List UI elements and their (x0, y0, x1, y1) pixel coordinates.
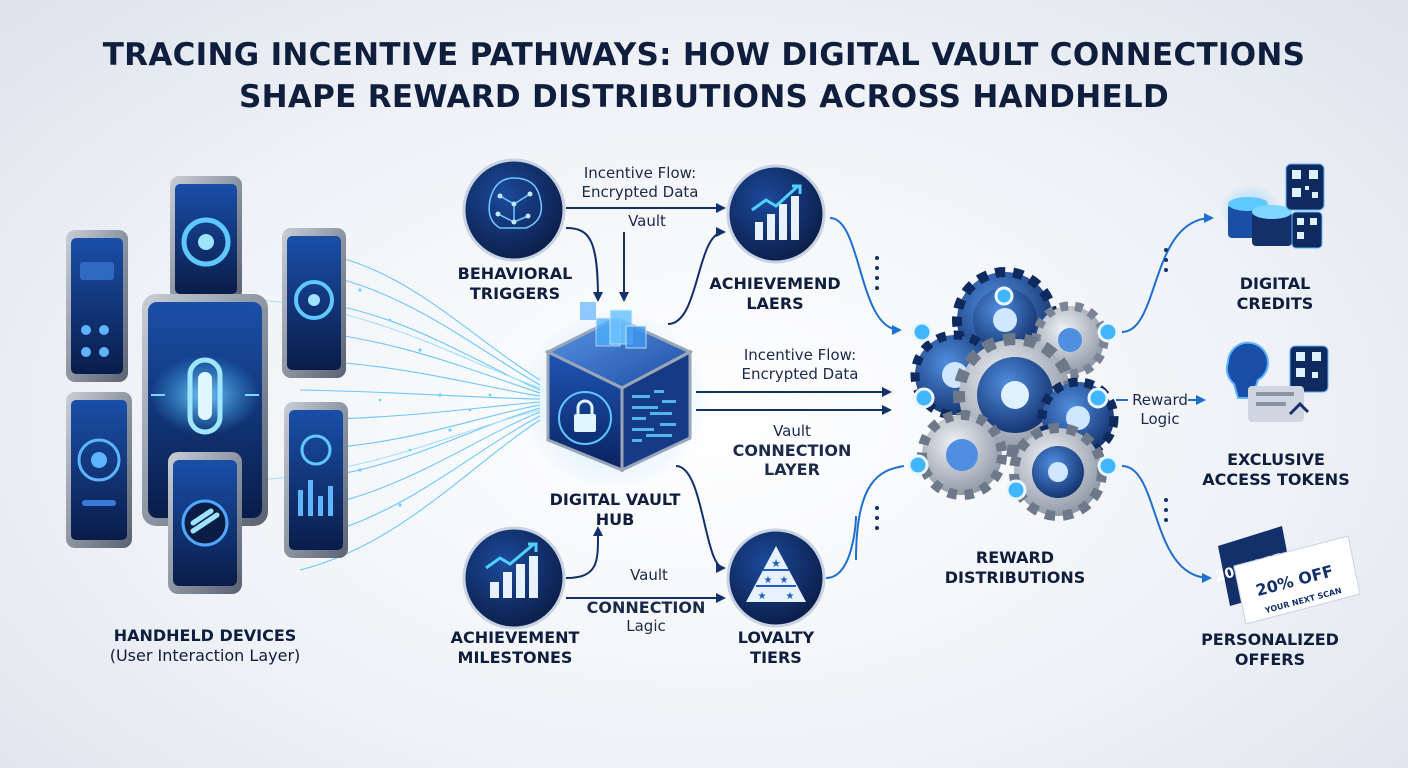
milestones-line-1: ACHIEVEMENT (450, 628, 580, 647)
connection-layer-line-2: CONNECTION (732, 441, 852, 460)
phone-top-center (170, 176, 242, 300)
achievemend-line-1: ACHIEVEMEND (709, 274, 841, 293)
phone-bottom-center (168, 452, 242, 594)
behavioral-line-2: TRIGGERS (469, 284, 561, 303)
phone-bottom-left (66, 392, 132, 548)
personalized-offers-label: PERSONALIZED OFFERS (1190, 630, 1350, 670)
loyalty-tiers-icon: ★ ★ ★ ★ ★ (726, 528, 826, 628)
blue-gear-connectors (825, 213, 1214, 583)
credits-line-1: DIGITAL (1239, 274, 1311, 293)
digital-vault-cube (520, 302, 710, 490)
top-incentive-flow-label: Incentive Flow: Encrypted Data (560, 164, 720, 202)
behavioral-triggers-label: BEHAVIORAL TRIGGERS (440, 264, 590, 304)
loyalty-tiers-label: LOVALTY TIERS (716, 628, 836, 668)
connection-layer-line-3: LAYER (764, 460, 820, 479)
handheld-subtitle: (User Interaction Layer) (109, 646, 301, 665)
achievement-layers-icon (726, 164, 826, 264)
flow-connectors (565, 203, 892, 603)
handheld-title: HANDHELD DEVICES (113, 626, 297, 645)
dotted-markers (875, 248, 1168, 530)
connection-logic-line-1: CONNECTION (586, 598, 706, 617)
handheld-devices-label: HANDHELD DEVICES (User Interaction Layer… (100, 626, 310, 666)
exclusive-access-tokens-label: EXCLUSIVE ACCESS TOKENS (1186, 450, 1366, 490)
tokens-line-2: ACCESS TOKENS (1202, 470, 1350, 489)
svg-text:★: ★ (786, 591, 795, 602)
tokens-line-1: EXCLUSIVE (1227, 450, 1325, 469)
reward-dist-line-2: DISTRIBUTIONS (944, 568, 1086, 587)
phone-bottom-right (284, 402, 348, 558)
connection-logic-line-2: Lagic (626, 617, 666, 635)
offers-line-1: PERSONALIZED (1201, 630, 1339, 649)
milestones-line-2: MILESTONES (457, 648, 573, 667)
mid-flow-line-1: Incentive Flow: (743, 346, 857, 364)
loyalty-line-1: LOVALTY (737, 628, 815, 647)
svg-text:★: ★ (764, 575, 773, 586)
reward-logic-line-2: Logic (1140, 410, 1180, 428)
svg-text:★: ★ (771, 557, 781, 570)
bottom-vault-label: Vault (614, 566, 684, 585)
hub-line-1: DIGITAL VAULT (549, 490, 681, 509)
digital-vault-hub-label: DIGITAL VAULT HUB (530, 490, 700, 530)
top-vault-text: Vault (628, 212, 666, 230)
digital-credits-icon (1220, 163, 1325, 249)
behavioral-line-1: BEHAVIORAL (457, 264, 573, 283)
achievemend-laers-label: ACHIEVEMEND LAERS (700, 274, 850, 314)
phone-top-right (282, 228, 346, 378)
vault-connection-layer-label: Vault CONNECTION LAYER (722, 422, 862, 479)
behavioral-triggers-icon (462, 158, 566, 262)
connection-layer-line-1: Vault (773, 422, 811, 440)
exclusive-tokens-icon (1225, 341, 1329, 422)
svg-text:★: ★ (780, 575, 789, 586)
title-line-2: SHAPE REWARD DISTRIBUTIONS ACROSS HANDHE… (238, 79, 1170, 115)
gear-bottom-right (1009, 423, 1107, 521)
achievemend-line-2: LAERS (746, 294, 804, 313)
reward-gear-cluster (907, 267, 1119, 521)
reward-logic-line-1: Reward (1132, 391, 1188, 409)
personalized-offers-icon: 20% OFF 20% OFF YOUR NEXT SCAN (1213, 526, 1361, 625)
achievement-milestones-label: ACHIEVEMENT MILESTONES (430, 628, 600, 668)
top-flow-line-2: Encrypted Data (581, 183, 699, 201)
top-vault-label: Vault (612, 212, 682, 231)
reward-logic-label: Reward Logic (1128, 391, 1192, 429)
loyalty-line-2: TIERS (750, 648, 802, 667)
title-line-1: TRACING INCENTIVE PATHWAYS: HOW DIGITAL … (102, 37, 1306, 73)
achievement-milestones-icon (462, 526, 566, 630)
offers-line-2: OFFERS (1234, 650, 1306, 669)
page-title: TRACING INCENTIVE PATHWAYS: HOW DIGITAL … (0, 34, 1408, 118)
credits-line-2: CREDITS (1236, 294, 1314, 313)
gear-connector-nodes (907, 286, 1119, 501)
gear-bottom-left (917, 410, 1007, 500)
connection-logic-label: CONNECTION Lagic (576, 598, 716, 636)
bottom-vault-text: Vault (630, 566, 668, 584)
stream-particles (338, 288, 492, 532)
svg-text:★: ★ (758, 591, 767, 602)
mid-incentive-flow-label: Incentive Flow: Encrypted Data (720, 346, 880, 384)
top-flow-line-1: Incentive Flow: (583, 164, 697, 182)
digital-credits-label: DIGITAL CREDITS (1210, 274, 1340, 314)
hub-line-2: HUB (595, 510, 635, 529)
phone-top-left (66, 230, 128, 382)
reward-dist-line-1: REWARD (975, 548, 1055, 567)
reward-distributions-label: REWARD DISTRIBUTIONS (930, 548, 1100, 588)
mid-flow-line-2: Encrypted Data (741, 365, 859, 383)
